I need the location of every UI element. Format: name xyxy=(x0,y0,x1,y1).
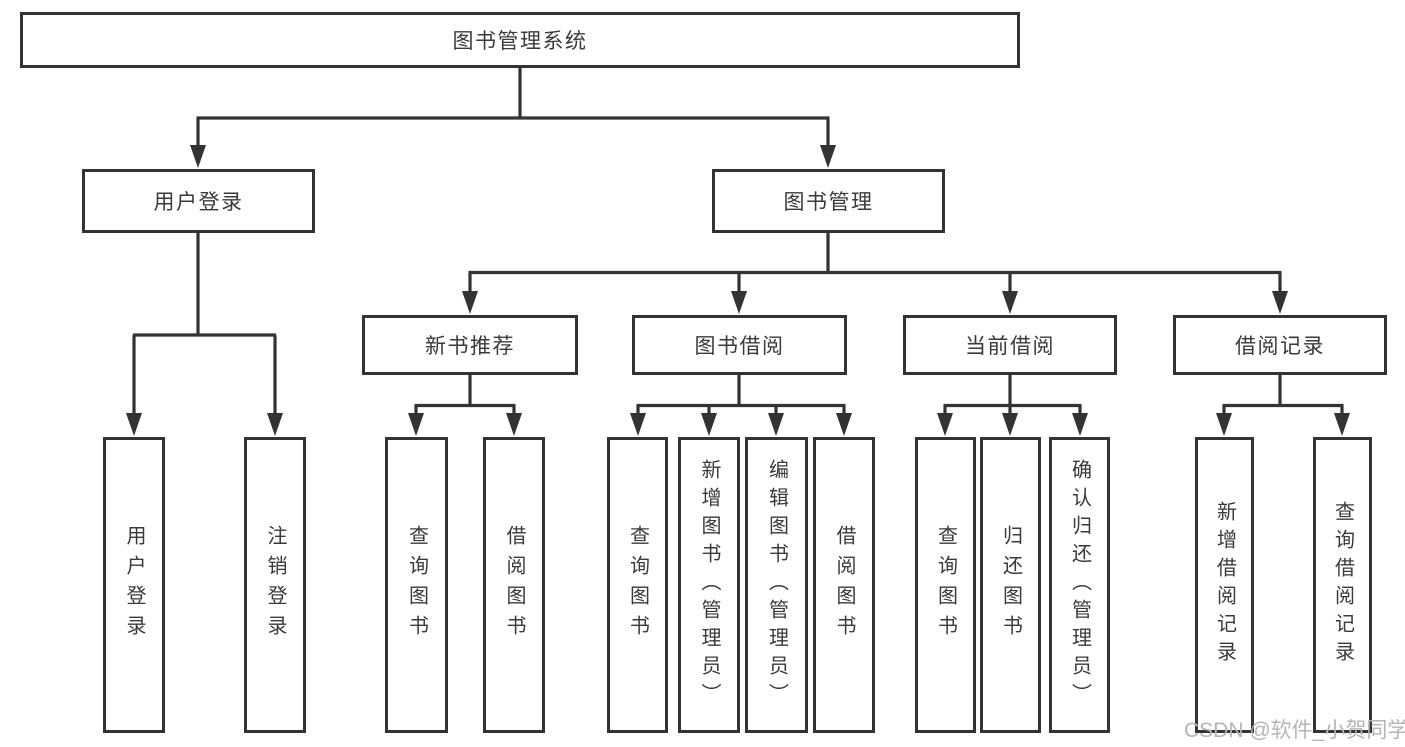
leaf-borrow-books-2-label: 借阅图书 xyxy=(833,525,855,645)
leaf-logout: 注销登录 xyxy=(244,437,306,733)
leaf-query-books-2: 查询图书 xyxy=(607,437,668,733)
node-root-label: 图书管理系统 xyxy=(452,30,588,53)
leaf-query-books-3-label: 查询图书 xyxy=(934,525,957,645)
leaf-edit-book-admin-label: 编辑图书（管理员） xyxy=(765,459,788,711)
leaf-return-book: 归还图书 xyxy=(980,437,1041,733)
leaf-query-books-1: 查询图书 xyxy=(385,437,448,733)
node-user-login-label: 用户登录 xyxy=(153,191,244,214)
leaf-add-borrow-record: 新增借阅记录 xyxy=(1195,437,1254,733)
leaf-borrow-books-2: 借阅图书 xyxy=(813,437,875,733)
node-book-management: 图书管理 xyxy=(712,169,945,233)
node-new-book-recommend-label: 新书推荐 xyxy=(425,335,515,358)
node-book-borrow-label: 图书借阅 xyxy=(694,335,785,358)
leaf-borrow-books-1: 借阅图书 xyxy=(483,437,545,733)
connector-book-mgmt-to-level3 xyxy=(468,233,1282,296)
csdn-watermark: CSDN @软件_小贺同学 xyxy=(1184,719,1405,742)
leaf-user-login-label: 用户登录 xyxy=(123,525,145,645)
node-borrow-records: 借阅记录 xyxy=(1173,315,1387,375)
leaf-query-books-2-label: 查询图书 xyxy=(626,525,649,645)
leaf-query-books-1-label: 查询图书 xyxy=(405,525,428,645)
leaf-query-borrow-record: 查询借阅记录 xyxy=(1313,437,1372,733)
leaf-query-books-3: 查询图书 xyxy=(915,437,976,733)
leaf-query-borrow-record-label: 查询借阅记录 xyxy=(1331,501,1354,669)
node-borrow-records-label: 借阅记录 xyxy=(1235,335,1325,358)
connector-current-borrow-to-leaves xyxy=(943,375,1082,418)
leaf-logout-label: 注销登录 xyxy=(264,525,286,645)
connector-new-book-rec-to-leaves xyxy=(414,375,516,418)
leaf-add-book-admin: 新增图书（管理员） xyxy=(678,437,740,733)
node-book-borrow: 图书借阅 xyxy=(632,315,847,375)
leaf-return-book-label: 归还图书 xyxy=(999,525,1022,645)
connector-book-borrow-to-leaves xyxy=(636,375,846,418)
node-current-borrow: 当前借阅 xyxy=(903,315,1117,375)
leaf-add-book-admin-label: 新增图书（管理员） xyxy=(698,459,720,711)
node-new-book-recommend: 新书推荐 xyxy=(362,315,578,375)
node-root-system: 图书管理系统 xyxy=(20,12,1020,68)
node-user-login: 用户登录 xyxy=(82,169,315,233)
leaf-confirm-return-admin-label: 确认归还（管理员） xyxy=(1068,459,1091,711)
connector-user-login-to-leaves xyxy=(132,233,277,418)
leaf-borrow-books-1-label: 借阅图书 xyxy=(503,525,525,645)
connector-root-to-level2 xyxy=(196,68,830,150)
leaf-add-borrow-record-label: 新增借阅记录 xyxy=(1213,501,1236,669)
leaf-user-login: 用户登录 xyxy=(103,437,165,733)
leaf-confirm-return-admin: 确认归还（管理员） xyxy=(1049,437,1110,733)
leaf-edit-book-admin: 编辑图书（管理员） xyxy=(745,437,808,733)
node-book-management-label: 图书管理 xyxy=(783,191,874,214)
node-current-borrow-label: 当前借阅 xyxy=(965,335,1055,358)
connector-borrow-records-to-leaves xyxy=(1222,375,1344,418)
